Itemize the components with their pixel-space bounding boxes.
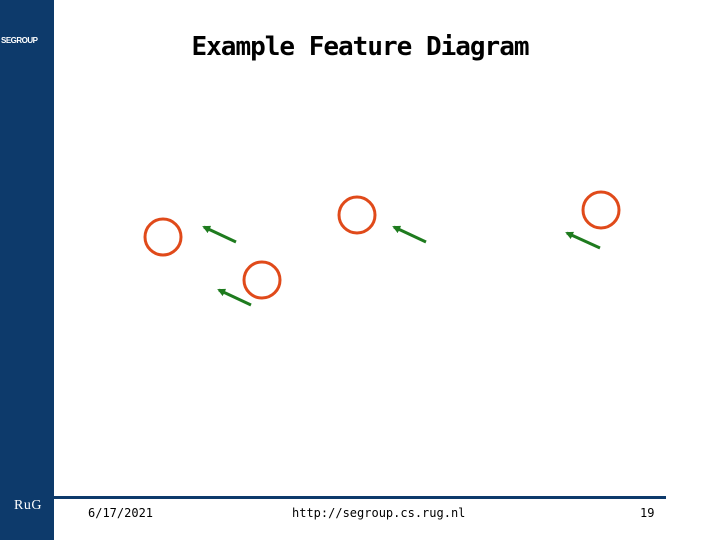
feature-edge-arrow	[217, 288, 252, 307]
feature-node	[581, 190, 621, 230]
feature-edge-arrow	[565, 231, 601, 250]
segroup-logo: SEGROUP	[1, 36, 38, 45]
feature-node	[337, 195, 377, 235]
footer-date: 6/17/2021	[88, 506, 154, 520]
feature-edge-arrow	[392, 225, 427, 244]
feature-node	[242, 260, 282, 300]
slide-title: Example Feature Diagram	[191, 32, 529, 62]
sidebar: SEGROUP RuG	[0, 0, 54, 540]
footer-divider	[54, 496, 666, 499]
footer-url[interactable]: http://segroup.cs.rug.nl	[292, 506, 466, 520]
feature-edge-arrow	[202, 225, 237, 244]
feature-node	[143, 217, 183, 257]
page-number: 19	[640, 506, 655, 520]
rug-logo: RuG	[14, 498, 42, 513]
